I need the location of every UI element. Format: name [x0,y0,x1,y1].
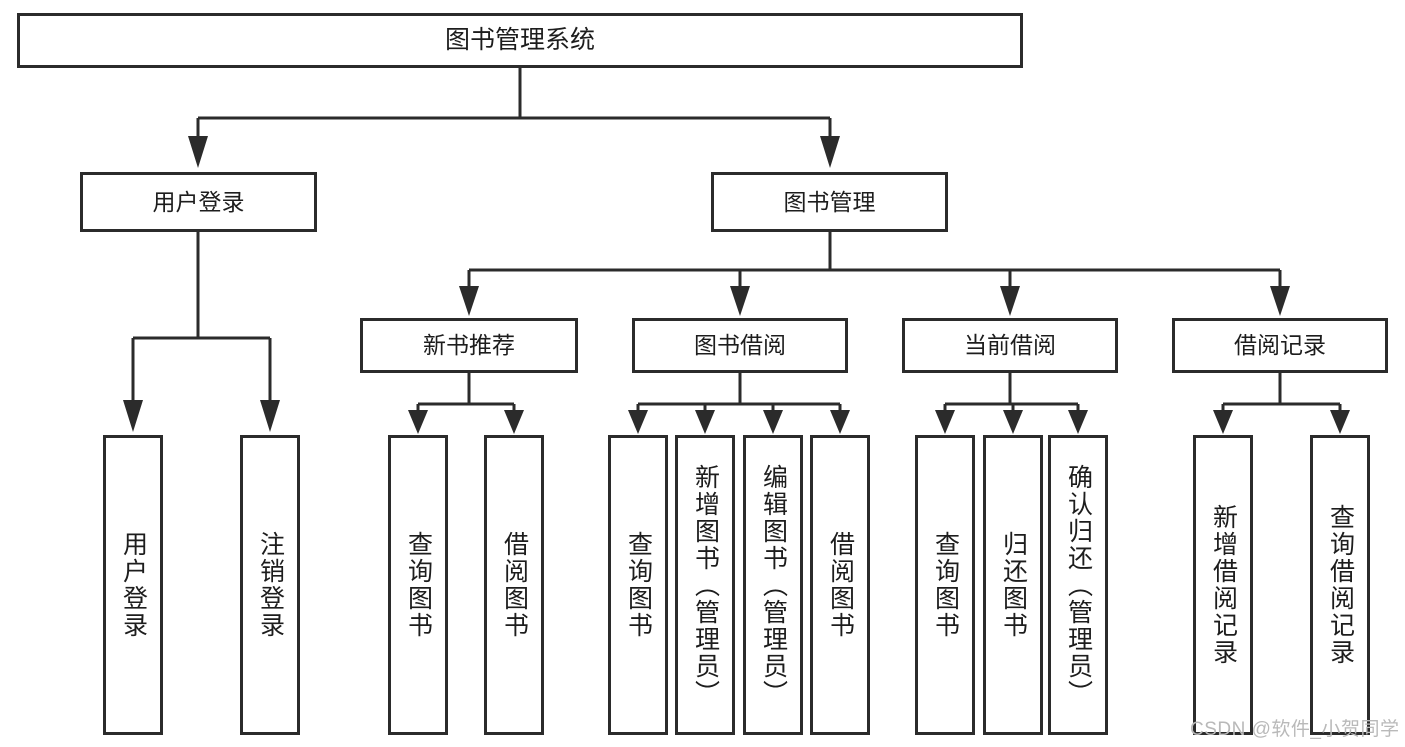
node-leaf-return-book-label: 归还图书 [999,531,1028,639]
arrowhead-leaf-logout [260,400,280,432]
arrowhead-leaf-query-record [1330,410,1350,434]
node-book-manage[interactable]: 图书管理 [711,172,948,232]
node-leaf-query-record-label: 查询借阅记录 [1326,504,1355,666]
leaf-text-wrap: 确认归还（管理员） [1051,438,1105,732]
node-leaf-logout-label: 注销登录 [256,531,285,639]
node-leaf-query-book-2[interactable]: 查询图书 [608,435,668,735]
node-leaf-edit-book-admin-label: 编辑图书（管理员） [759,463,788,707]
node-leaf-borrow-book-2-label: 借阅图书 [826,531,855,639]
node-leaf-logout[interactable]: 注销登录 [240,435,300,735]
arrowhead-leaf-return-book [1003,410,1023,434]
arrowhead-user-login [188,136,208,168]
leaf-text-wrap: 归还图书 [986,438,1040,732]
node-root-label: 图书管理系统 [444,26,595,55]
node-leaf-query-book-1[interactable]: 查询图书 [388,435,448,735]
leaf-text-wrap: 用户登录 [106,438,160,732]
arrowhead-leaf-query-book-1 [408,410,428,434]
leaf-text-wrap: 借阅图书 [487,438,541,732]
node-leaf-borrow-book-1-label: 借阅图书 [500,531,529,639]
node-leaf-add-book-admin[interactable]: 新增图书（管理员） [675,435,735,735]
arrowhead-leaf-query-book-2 [628,410,648,434]
arrowhead-leaf-add-record [1213,410,1233,434]
arrowhead-leaf-borrow-book-1 [504,410,524,434]
arrowhead-book-borrow [730,286,750,316]
node-book-borrow[interactable]: 图书借阅 [632,318,848,373]
arrowhead-leaf-confirm-return-admin [1068,410,1088,434]
node-leaf-query-book-2-label: 查询图书 [624,531,653,639]
leaf-text-wrap: 新增图书（管理员） [678,438,732,732]
node-book-borrow-label: 图书借阅 [694,332,786,359]
node-leaf-confirm-return-admin[interactable]: 确认归还（管理员） [1048,435,1108,735]
node-leaf-return-book[interactable]: 归还图书 [983,435,1043,735]
leaf-text-wrap: 借阅图书 [813,438,867,732]
arrowhead-leaf-borrow-book-2 [830,410,850,434]
arrowhead-leaf-query-book-3 [935,410,955,434]
node-leaf-add-record-label: 新增借阅记录 [1209,504,1238,666]
arrowhead-current-borrow [1000,286,1020,316]
csdn-watermark: CSDN @软件_小贺同学 [1190,719,1400,740]
node-leaf-confirm-return-admin-label: 确认归还（管理员） [1064,463,1093,707]
node-leaf-add-book-admin-label: 新增图书（管理员） [691,463,720,707]
arrowhead-leaf-edit-book-admin [763,410,783,434]
leaf-text-wrap: 查询图书 [611,438,665,732]
node-leaf-user-login[interactable]: 用户登录 [103,435,163,735]
node-borrow-record-label: 借阅记录 [1234,332,1326,359]
node-new-book-recommend[interactable]: 新书推荐 [360,318,578,373]
node-leaf-query-book-3[interactable]: 查询图书 [915,435,975,735]
node-leaf-borrow-book-2[interactable]: 借阅图书 [810,435,870,735]
arrowhead-new-book-recommend [459,286,479,316]
arrowhead-borrow-record [1270,286,1290,316]
node-leaf-borrow-book-1[interactable]: 借阅图书 [484,435,544,735]
node-user-login[interactable]: 用户登录 [80,172,317,232]
arrowhead-book-manage [820,136,840,168]
node-book-manage-label: 图书管理 [783,188,876,215]
node-leaf-query-record[interactable]: 查询借阅记录 [1310,435,1370,735]
leaf-text-wrap: 查询借阅记录 [1313,438,1367,732]
node-leaf-query-book-3-label: 查询图书 [931,531,960,639]
node-leaf-query-book-1-label: 查询图书 [404,531,433,639]
node-current-borrow[interactable]: 当前借阅 [902,318,1118,373]
node-leaf-user-login-label: 用户登录 [119,531,148,639]
arrowhead-leaf-user-login [123,400,143,432]
arrowhead-leaf-add-book-admin [695,410,715,434]
node-root[interactable]: 图书管理系统 [17,13,1023,68]
leaf-text-wrap: 查询图书 [918,438,972,732]
node-leaf-edit-book-admin[interactable]: 编辑图书（管理员） [743,435,803,735]
leaf-text-wrap: 新增借阅记录 [1196,438,1250,732]
node-current-borrow-label: 当前借阅 [964,332,1056,359]
leaf-text-wrap: 查询图书 [391,438,445,732]
node-leaf-add-record[interactable]: 新增借阅记录 [1193,435,1253,735]
leaf-text-wrap: 编辑图书（管理员） [746,438,800,732]
node-borrow-record[interactable]: 借阅记录 [1172,318,1388,373]
node-user-login-label: 用户登录 [152,188,245,215]
leaf-text-wrap: 注销登录 [243,438,297,732]
node-new-book-recommend-label: 新书推荐 [423,332,515,359]
